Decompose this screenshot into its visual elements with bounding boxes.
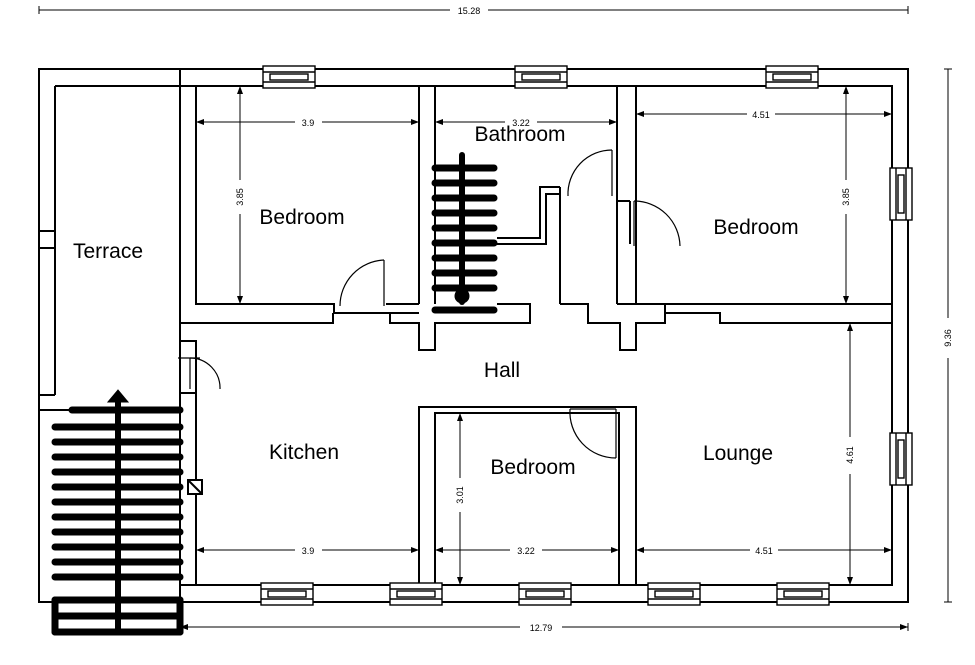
dim-inner-width: 12.79 <box>530 623 553 633</box>
dim-bedroom-tl-height: 3.85 <box>235 188 245 206</box>
window-bottom-1 <box>260 582 314 606</box>
stairs-interior <box>431 152 498 314</box>
window-bottom-4 <box>647 582 701 606</box>
interior-walls <box>179 85 893 602</box>
doors <box>178 149 681 459</box>
window-right-2 <box>889 432 913 486</box>
dim-bedroom-tr-height: 3.85 <box>841 188 851 206</box>
room-label-terrace: Terrace <box>73 240 143 263</box>
window-bottom-5 <box>776 582 830 606</box>
dim-bedroom-bottom-width: 3.22 <box>517 546 535 556</box>
dim-lounge-width: 4.51 <box>755 546 773 556</box>
door-swing-bedroom-tl <box>339 259 385 307</box>
window-top-1 <box>262 65 316 89</box>
room-label-bathroom: Bathroom <box>474 123 565 146</box>
window-top-3 <box>765 65 819 89</box>
windows <box>260 65 913 606</box>
room-label-bedroom-bottom: Bedroom <box>490 456 575 479</box>
door-swing-hall-side <box>189 357 221 390</box>
dimension-lines <box>38 6 952 631</box>
window-bottom-3 <box>518 582 572 606</box>
dim-bedroom-bottom-height: 3.01 <box>455 486 465 504</box>
room-label-hall: Hall <box>484 359 520 382</box>
room-label-bedroom-tr: Bedroom <box>713 216 798 239</box>
dim-bedroom-tl-width: 3.9 <box>302 118 315 128</box>
dim-lounge-height: 4.61 <box>845 446 855 464</box>
dim-bathroom-width: 3.22 <box>512 118 530 128</box>
dimension-arrows <box>180 86 908 630</box>
dim-bedroom-tr-width: 4.51 <box>752 110 770 120</box>
window-bottom-2 <box>389 582 443 606</box>
window-right-1 <box>889 167 913 221</box>
window-top-2 <box>514 65 568 89</box>
room-label-kitchen: Kitchen <box>269 441 339 464</box>
dim-overall-width: 15.28 <box>458 6 481 16</box>
dim-overall-height: 9.36 <box>943 329 953 347</box>
door-swing-bedroom-tr <box>633 200 681 247</box>
stairs-exterior <box>51 389 184 636</box>
room-label-lounge: Lounge <box>703 442 773 465</box>
dim-kitchen-width: 3.9 <box>302 546 315 556</box>
door-swing-bathroom <box>567 149 613 197</box>
outer-walls <box>38 68 909 603</box>
room-label-bedroom-tl: Bedroom <box>259 206 344 229</box>
door-swing-bedroom-bottom <box>569 408 617 459</box>
